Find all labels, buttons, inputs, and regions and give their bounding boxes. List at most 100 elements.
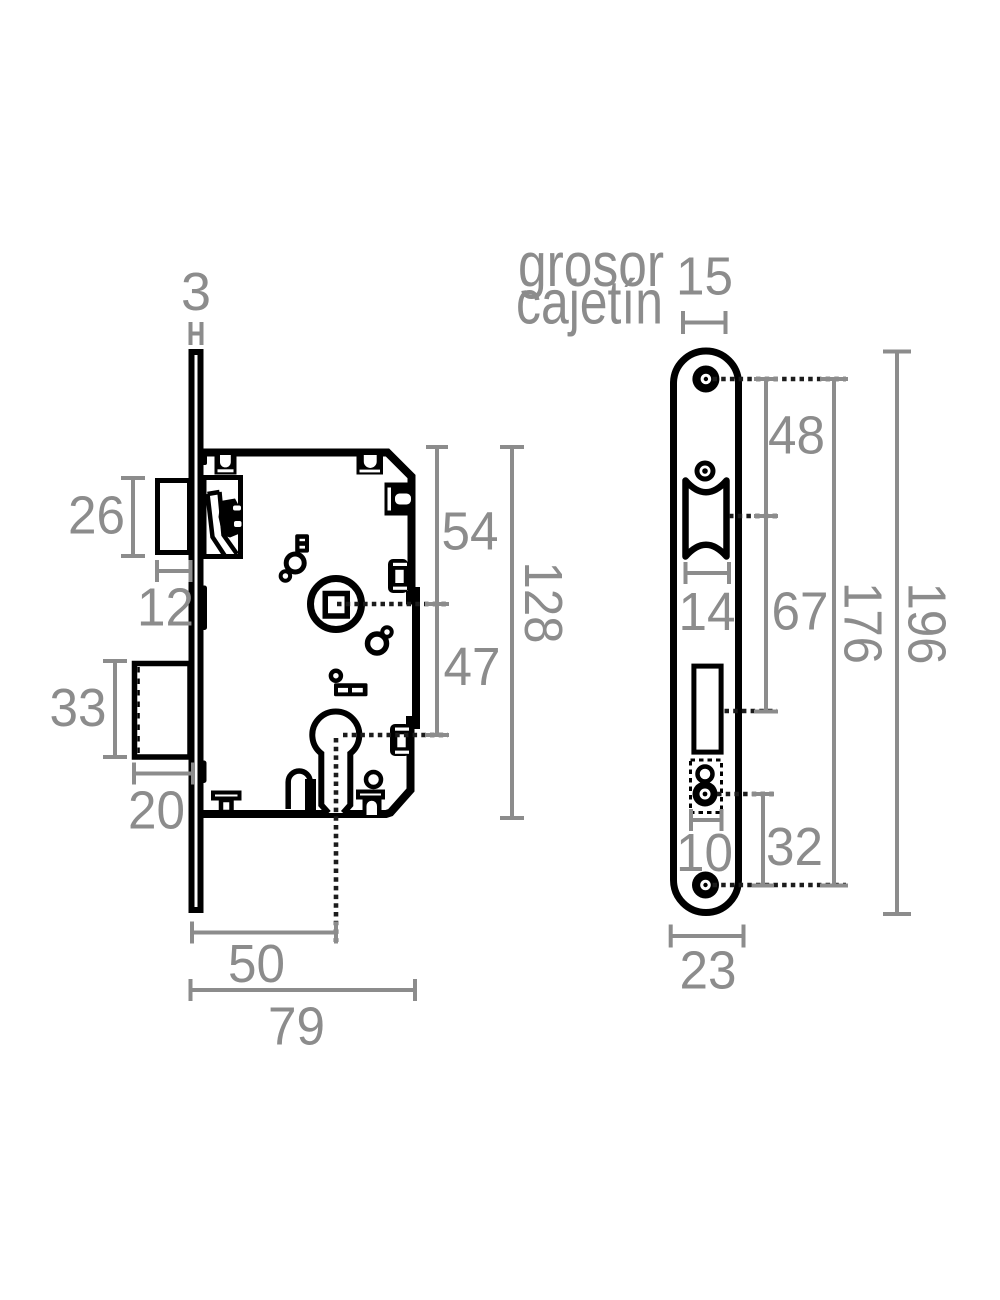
edge-clip-cylinder-part-4 bbox=[395, 750, 409, 754]
faceplate-lug-middle bbox=[201, 585, 207, 630]
dim-label-hole-width: 10 bbox=[676, 823, 733, 883]
screw-hole-bottom-ring-3 bbox=[703, 882, 708, 888]
lever-detail-part-4 bbox=[352, 687, 363, 693]
dim-128 bbox=[500, 445, 524, 820]
dim-label-hole-to-screw: 32 bbox=[766, 817, 823, 877]
latch-cam-notch-2 bbox=[234, 521, 242, 527]
bottom-post-part-2 bbox=[356, 789, 385, 800]
dim-label-screw-to-latch: 48 bbox=[768, 406, 825, 466]
top-tab-left-part-3 bbox=[217, 469, 234, 473]
stop-detail-upper-part-1 bbox=[295, 534, 309, 553]
pin-hole-lower-ring-3 bbox=[702, 791, 708, 797]
dim-label-faceplate-width: 23 bbox=[680, 941, 737, 1001]
front-view: grosor cajetín bbox=[516, 231, 957, 1001]
stop-detail-lower-ring-1 bbox=[364, 631, 390, 656]
dim-10 bbox=[689, 809, 724, 831]
bottom-tab bbox=[211, 790, 242, 815]
stop-detail-upper-part-3 bbox=[299, 545, 305, 549]
edge-clip-spindle-part-2 bbox=[393, 562, 407, 566]
dim-23 bbox=[668, 924, 746, 948]
edge-clip-spindle-part-4 bbox=[393, 586, 407, 590]
edge-clip-cylinder-part-2 bbox=[395, 727, 409, 731]
dim-label-case-depth: 79 bbox=[268, 997, 325, 1057]
lever-detail-ring-1 bbox=[328, 668, 344, 683]
lever-detail-part-3 bbox=[338, 687, 348, 693]
dim-20 bbox=[132, 762, 195, 785]
spindle-hub bbox=[307, 575, 365, 633]
edge-jog-lower bbox=[406, 716, 420, 726]
screw-hole-bottom bbox=[692, 871, 719, 899]
stop-detail-upper-ring-5 bbox=[278, 569, 293, 583]
lever-detail bbox=[328, 668, 368, 697]
lock-body-fill bbox=[203, 452, 416, 814]
top-tab-left bbox=[214, 455, 237, 475]
bottom-post-ring-1 bbox=[363, 769, 384, 790]
bottom-post bbox=[356, 769, 385, 815]
deadbolt-part-1 bbox=[131, 660, 193, 760]
deadbolt bbox=[131, 660, 193, 760]
dim-12 bbox=[155, 560, 193, 582]
pin-hole-upper bbox=[694, 460, 716, 482]
top-tab-right-part-3 bbox=[359, 469, 380, 473]
dim-label-deadbolt-height: 33 bbox=[50, 678, 107, 738]
edge-clip-cylinder bbox=[390, 724, 410, 756]
latch-cam-notch-1 bbox=[233, 505, 241, 511]
screw-hole-top-ring-3 bbox=[703, 376, 709, 382]
latch-window bbox=[682, 477, 730, 560]
pin-hole-lower bbox=[692, 781, 718, 807]
top-tab-right-part-2 bbox=[363, 455, 377, 468]
dim-label-latch-window-width: 14 bbox=[679, 582, 736, 642]
dim-label-spindle-to-cylinder: 47 bbox=[444, 637, 501, 697]
note-line-2: cajetín bbox=[516, 269, 663, 338]
bottom-tab-part-1 bbox=[211, 790, 242, 801]
latch-bolt bbox=[155, 478, 192, 555]
dim-3 bbox=[188, 322, 204, 345]
pin-hole-upper-ring-3 bbox=[702, 468, 708, 474]
stop-detail-lower-ring-2 bbox=[380, 625, 394, 639]
latch-spring-left bbox=[205, 493, 227, 558]
dim-label-faceplate-thickness: 3 bbox=[181, 262, 211, 322]
stop-detail-lower bbox=[364, 625, 394, 656]
lever-detail-part-2 bbox=[334, 683, 368, 697]
stop-detail-upper bbox=[278, 534, 309, 583]
dim-label-screw-spacing: 176 bbox=[833, 582, 893, 664]
bottom-tab-part-2 bbox=[218, 797, 234, 815]
edge-notch-hole bbox=[395, 493, 411, 505]
dim-label-faceplate-height: 196 bbox=[897, 583, 957, 665]
dim-79 bbox=[188, 979, 417, 1001]
latch-assembly bbox=[155, 475, 243, 559]
dim-48-67 bbox=[754, 377, 778, 714]
edge-clip-spindle-part-3 bbox=[395, 569, 404, 583]
stop-detail-upper-ring-4 bbox=[283, 551, 307, 575]
dim-14 bbox=[683, 562, 731, 584]
dim-label-case-thickness: 15 bbox=[676, 247, 733, 307]
arch-detail bbox=[285, 768, 316, 810]
dim-176 bbox=[820, 377, 848, 888]
dim-33 bbox=[103, 659, 127, 759]
note-line-1: grosor bbox=[518, 231, 664, 300]
edge-clip-cylinder-part-3 bbox=[397, 734, 406, 748]
edge-clip-spindle bbox=[388, 559, 408, 593]
spindle-hub-part-2 bbox=[322, 590, 350, 619]
euro-cylinder bbox=[309, 708, 363, 816]
faceplate-lug-bottom bbox=[201, 760, 207, 783]
dim-label-latch-height: 26 bbox=[68, 486, 125, 546]
side-view: 3 26 12 33 20 bbox=[50, 262, 574, 1057]
dim-32 bbox=[752, 792, 774, 888]
faceplate-side bbox=[188, 349, 204, 913]
dim-54-47 bbox=[425, 445, 449, 737]
arch-detail-part-2 bbox=[305, 779, 316, 810]
stop-detail-upper-part-2 bbox=[299, 538, 305, 542]
top-tab-right bbox=[356, 455, 383, 475]
dim-label-latch-to-deadbolt: 67 bbox=[772, 582, 829, 642]
dim-label-top-to-spindle: 54 bbox=[442, 502, 499, 562]
bottom-post-part-4 bbox=[366, 800, 377, 815]
edge-notch-slit bbox=[387, 487, 391, 511]
deadbolt-window bbox=[691, 663, 724, 755]
dim-label-latch-protrusion: 12 bbox=[137, 578, 194, 638]
faceplate-lug-top bbox=[201, 455, 207, 465]
dim-50 bbox=[190, 921, 338, 944]
edge-jog-upper bbox=[406, 591, 418, 605]
